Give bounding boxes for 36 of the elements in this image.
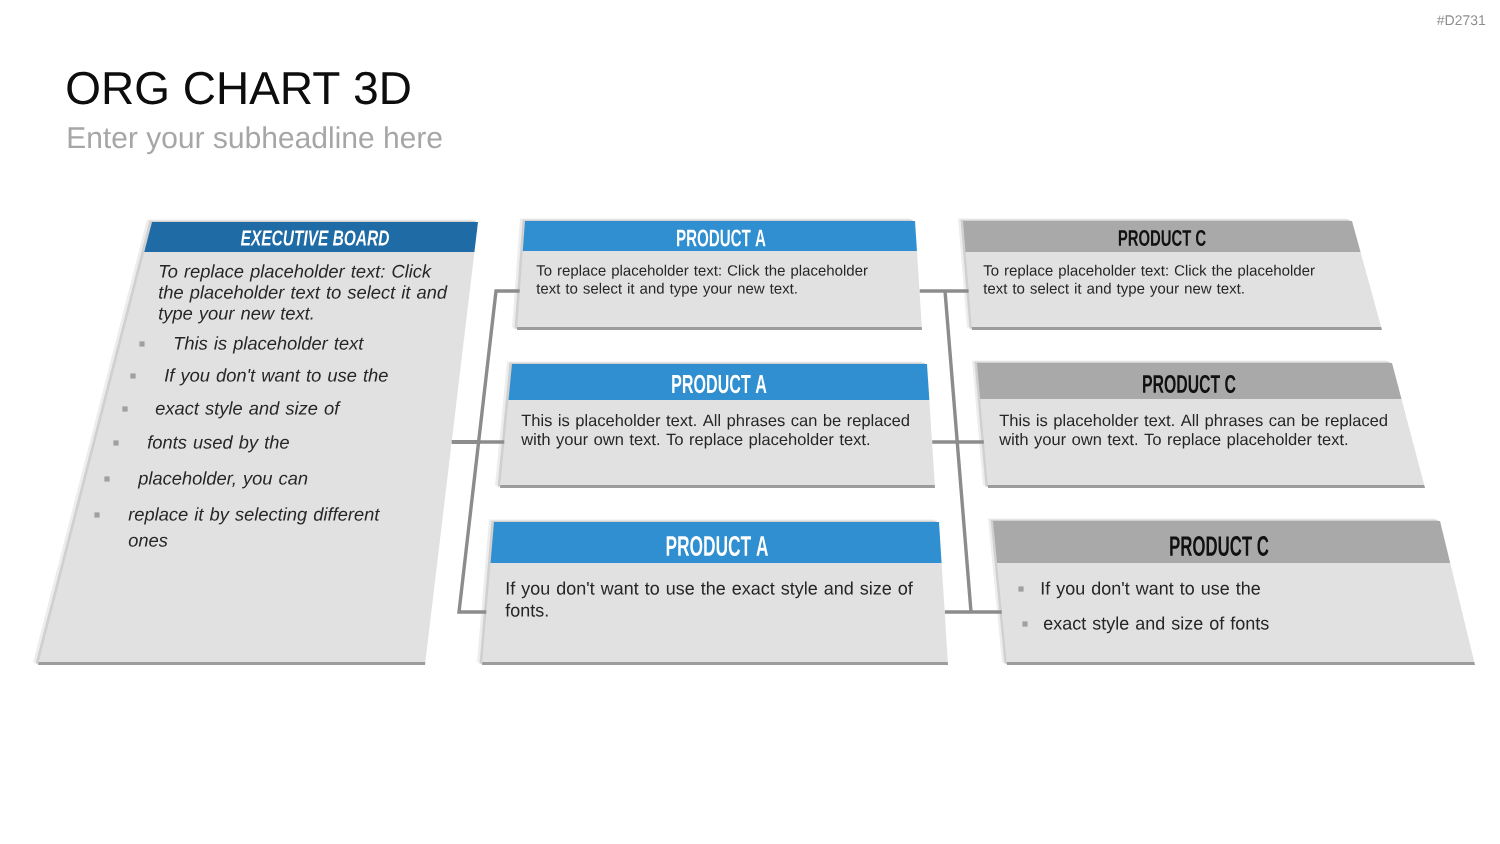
header-band: PRODUCT C xyxy=(993,521,1451,563)
header-band: PRODUCT A xyxy=(522,221,917,251)
bullet-text: exact style and size of fonts xyxy=(1044,616,1269,634)
org-card xyxy=(512,218,922,330)
connector-line xyxy=(919,289,969,293)
org-card xyxy=(988,518,1475,665)
org-card xyxy=(495,361,935,488)
subheadline: Enter your subheadline here xyxy=(68,126,442,155)
header-band: PRODUCT A xyxy=(508,364,930,400)
bullet-text: If you don't want to use the xyxy=(164,368,388,386)
bullet-text: replace it by selecting different ones xyxy=(128,507,381,547)
bullet-text: This is placeholder text xyxy=(174,336,364,354)
org-card xyxy=(33,219,478,665)
body-text: This is placeholder text. All phrases can be replaced with your own text. To replace placeholder text. xyxy=(999,414,1387,449)
header-band: EXECUTIVE BOARD xyxy=(144,222,478,252)
bullet-text: exact style and size of xyxy=(155,401,341,419)
header-band: PRODUCT C xyxy=(977,363,1402,399)
connector-line xyxy=(943,290,973,613)
body-text: To replace placeholder text: Click the placeholder text to select it and type your new text. xyxy=(536,264,868,297)
bullet-text: If you don't want to use the xyxy=(1041,581,1260,599)
body-text: This is placeholder text. All phrases can be replaced with your own text. To replace placeholder text. xyxy=(521,414,909,449)
body-text: To replace placeholder text: Click the placeholder text to select it and type your new text. xyxy=(159,264,448,324)
bullet-text: placeholder, you can xyxy=(137,471,308,489)
slide-title: ORG CHART 3D xyxy=(67,71,410,105)
header-band: PRODUCT A xyxy=(490,522,942,563)
connector-line xyxy=(451,440,487,614)
connector-line xyxy=(944,610,1002,614)
slide-id: #D2731 xyxy=(1436,15,1486,26)
org-card xyxy=(972,360,1425,488)
bullet-text: fonts used by the xyxy=(147,435,289,453)
header-band: PRODUCT C xyxy=(963,221,1361,252)
org-card xyxy=(477,519,948,665)
org-card xyxy=(958,218,1382,330)
body-text: To replace placeholder text: Click the placeholder text to select it and type your new text. xyxy=(983,264,1315,297)
connector-line xyxy=(932,440,984,444)
body-text: If you don't want to use the exact style and size of fonts. xyxy=(505,581,913,617)
